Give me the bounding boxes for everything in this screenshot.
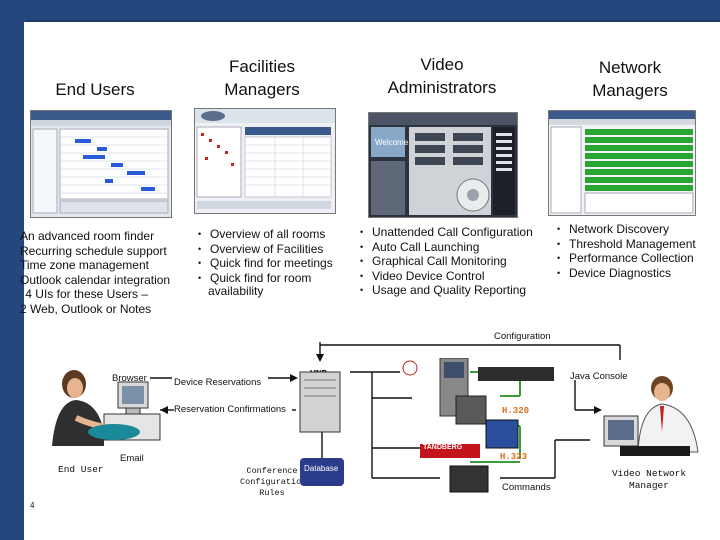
h320-label: H.320	[502, 406, 530, 416]
database-label: Database	[304, 464, 339, 473]
vnm-line: Video Network	[611, 468, 687, 479]
end-users-item: 2 Web, Outlook or Notes	[20, 301, 152, 316]
left-band	[0, 0, 26, 540]
network-list: Network Discovery Threshold Management P…	[557, 222, 696, 280]
tandberg-label: TANDBERG	[423, 444, 463, 451]
facilities-item-wrap: availability	[208, 284, 264, 298]
codec-2-icon	[485, 419, 519, 449]
video-admin-item: Auto Call Launching	[360, 240, 533, 255]
facilities-item: Overview of all rooms	[198, 227, 333, 242]
end-users-screenshot	[30, 110, 172, 218]
video-admin-item: Unattended Call Configuration	[360, 225, 533, 240]
network-manager-illustration	[603, 376, 699, 456]
end-user-label: End User	[58, 464, 104, 475]
video-admin-screenshot: Welcome	[368, 112, 518, 218]
header-video-line2: Administrators	[387, 78, 497, 97]
facilities-screenshot	[194, 108, 336, 214]
header-video-line1: Video	[420, 55, 464, 74]
header-facilities-managers: Facilities Managers	[192, 55, 332, 101]
page-number: 4	[30, 501, 35, 510]
header-video-administrators: Video Administrators	[362, 53, 522, 99]
header-network-line2: Managers	[592, 81, 668, 100]
network-managers-screenshot	[548, 110, 696, 216]
database-icon	[300, 458, 344, 486]
header-end-users: End Users	[55, 80, 135, 99]
end-users-item: Outlook calendar integration	[20, 272, 171, 287]
conference-rules-label: Conference Configuration Rules	[240, 466, 307, 499]
h323-label: H.323	[500, 452, 528, 462]
facilities-item: Quick find for meetings	[198, 256, 333, 271]
browser-label: Browser	[112, 373, 147, 384]
device-reservations-label: Device Reservations	[174, 377, 262, 388]
network-item: Threshold Management	[557, 237, 696, 252]
conference-rules-line: Configuration	[240, 477, 307, 487]
email-label: Email	[120, 453, 144, 464]
codec-1-icon	[455, 395, 487, 425]
network-switch-icon	[478, 367, 554, 381]
header-facilities-line1: Facilities	[228, 57, 296, 76]
end-user-illustration	[52, 370, 161, 446]
reservation-confirmations-label: Reservation Confirmations	[174, 404, 286, 415]
end-users-item: Time zone management	[20, 258, 149, 272]
video-admin-item: Video Device Control	[360, 269, 533, 284]
java-console-label: Java Console	[570, 371, 628, 382]
facilities-item: Quick find for room	[198, 271, 333, 286]
network-item: Device Diagnostics	[557, 266, 696, 281]
conference-rules-line: Conference	[246, 466, 298, 476]
tandberg-unit-icon	[420, 444, 480, 458]
video-endpoint-icon	[449, 465, 489, 493]
facilities-item: Overview of Facilities	[198, 242, 333, 257]
top-band	[0, 0, 720, 20]
end-users-item: Recurring schedule support	[20, 243, 167, 258]
video-admin-list: Unattended Call Configuration Auto Call …	[360, 225, 533, 298]
facilities-list: Overview of all rooms Overview of Facili…	[198, 227, 333, 285]
video-network-manager-label: Video Network Manager	[600, 468, 698, 492]
header-facilities-line2: Managers	[224, 80, 300, 99]
commands-label: Commands	[502, 482, 551, 493]
header-network-line1: Network	[598, 58, 662, 77]
conference-rules-line: Rules	[259, 488, 285, 498]
network-item: Network Discovery	[557, 222, 696, 237]
end-users-item: 4 UIs for these Users –	[25, 287, 148, 301]
video-admin-item: Usage and Quality Reporting	[360, 283, 533, 298]
header-network-managers: Network Managers	[566, 56, 694, 102]
configuration-label: Configuration	[494, 331, 551, 342]
video-admin-item: Graphical Call Monitoring	[360, 254, 533, 269]
network-item: Performance Collection	[557, 251, 696, 266]
end-users-text: An advanced room finder Recurring schedu…	[20, 229, 171, 316]
vnp-server-illustration	[299, 371, 341, 433]
vnm-line: Manager	[629, 480, 669, 491]
svg-text:Welcome: Welcome	[375, 138, 409, 147]
end-users-item: An advanced room finder	[20, 229, 155, 243]
video-room-system-1	[402, 358, 469, 417]
